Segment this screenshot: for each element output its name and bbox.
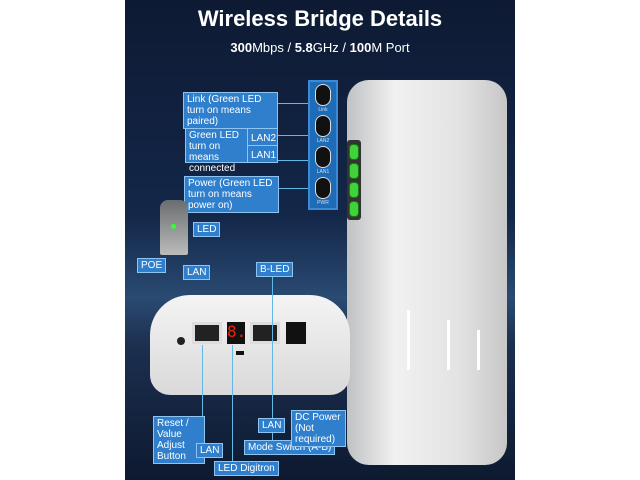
freq-value: 5.8 (294, 40, 313, 55)
green-led-icon (171, 224, 176, 229)
lan-port-icon (250, 322, 280, 344)
poe-lan-label: LAN (183, 265, 211, 280)
vent-slot (447, 320, 450, 370)
lan2-led-icon (315, 115, 331, 137)
lan-left-label: LAN (196, 443, 224, 458)
page-title: Wireless Bridge Details (197, 6, 443, 31)
b-led-label: B-LED (256, 262, 294, 277)
poe-label: POE (137, 258, 167, 273)
green-led-icon (349, 182, 359, 198)
reset-button-icon (177, 337, 185, 345)
led-label: LAN1 (316, 169, 330, 175)
reset-label: Reset / Value Adjust Button (153, 416, 205, 464)
device-base: 8. (150, 295, 350, 395)
vent-slot (477, 330, 480, 370)
power-label: Power (Green LED turn on means power on) (184, 176, 279, 213)
led-icon-panel: Link LAN2 LAN1 PWR (308, 80, 338, 210)
mode-switch-icon[interactable] (236, 351, 244, 355)
lan2-label: LAN2 (247, 128, 278, 146)
green-led-icon (349, 163, 359, 179)
led-strip (347, 140, 361, 220)
port-unit: M Port (371, 40, 410, 55)
lan-port-icon (192, 322, 222, 344)
dc-power-label: DC Power (Not required) (291, 410, 346, 447)
freq-unit: GHz / (312, 40, 350, 55)
led-digitron-label: LED Digitron (214, 461, 279, 476)
product-diagram: Wireless Bridge Details 300Mbps / 5.8GHz… (125, 0, 515, 480)
power-led-icon (315, 177, 331, 199)
lan1-label: LAN1 (247, 145, 278, 163)
led-label: PWR (317, 200, 329, 206)
led-label: Link (318, 107, 328, 113)
green-led-icon (349, 201, 359, 217)
link-label: Link (Green LED turn on means paired) (183, 92, 278, 129)
speed-value: 300 (230, 40, 253, 55)
dc-jack-icon (286, 322, 306, 344)
port-value: 100 (349, 40, 372, 55)
lan-right-label: LAN (258, 418, 286, 433)
led-label: LAN2 (316, 138, 330, 144)
led-digitron: 8. (227, 322, 246, 344)
poe-injector (160, 200, 188, 255)
subtitle: 300Mbps / 5.8GHz / 100M Port (125, 40, 515, 55)
link-led-icon (315, 84, 331, 106)
poe-led-label: LED (193, 222, 221, 237)
bridge-device (347, 80, 507, 465)
speed-unit: Mbps / (252, 40, 295, 55)
vent-slot (407, 310, 410, 370)
green-led-icon (349, 144, 359, 160)
green-led-label: Green LED turn on means connected (185, 128, 248, 174)
lan1-led-icon (315, 146, 331, 168)
